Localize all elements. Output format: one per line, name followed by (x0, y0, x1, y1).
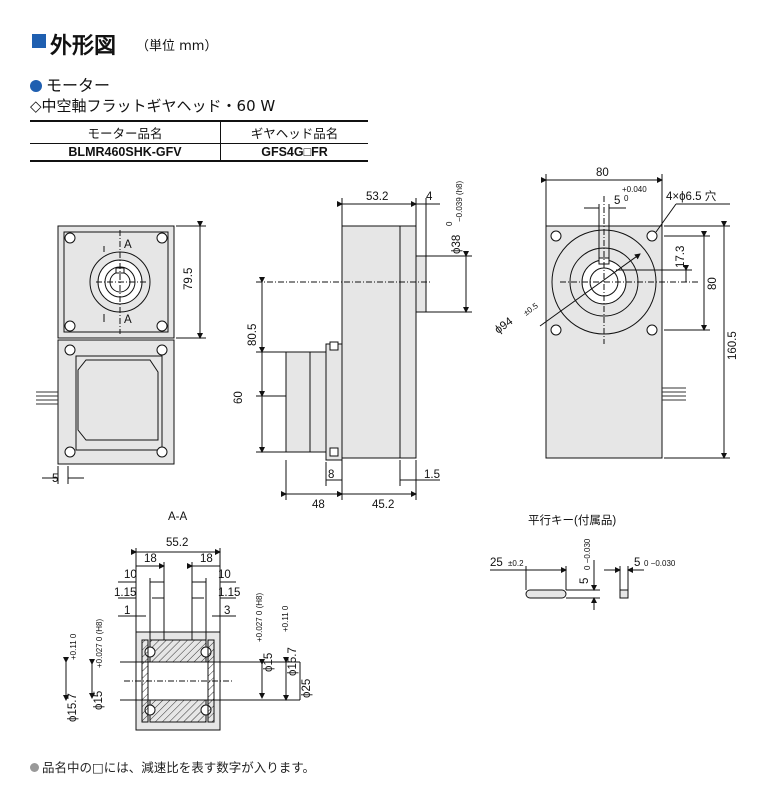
section-heading: モーター (30, 72, 110, 96)
front-view (36, 221, 206, 484)
key-label: 平行キー(付属品) (528, 514, 616, 527)
dim-79-5: 79.5 (183, 268, 195, 290)
dim-18-left: 18 (144, 553, 157, 565)
dim-phi15-7-right: ϕ15.7 (287, 647, 299, 676)
mount-holes-note: 4×ϕ6.5 穴 (666, 189, 717, 203)
dim-phi15-left-tol: +0.027 0 (H8) (95, 619, 104, 668)
key-dim-5-width: 5 (634, 557, 640, 569)
mount-hole (550, 324, 562, 336)
unit-note: （単位 mm） (136, 39, 218, 54)
page-title: 外形図 (50, 34, 117, 59)
mount-hole (64, 320, 76, 332)
bullet-icon (30, 80, 42, 92)
dim-5: 5 (52, 473, 58, 485)
mount-hole (64, 232, 76, 244)
dim-18-right: 18 (200, 553, 213, 565)
section-mark-a: A (124, 239, 132, 251)
rear-view (539, 174, 730, 459)
dim-phi15-right: ϕ15 (263, 653, 275, 672)
dim-5-keyway-tol-lower: 0 (624, 194, 629, 203)
col-gearhead: ギヤヘッド品名 (220, 120, 368, 144)
mount-hole (156, 320, 168, 332)
dim-1: 1 (124, 605, 130, 617)
dim-phi15-7-left: ϕ15.7 (67, 693, 79, 722)
gearhead-side (341, 225, 417, 459)
dim-48: 48 (312, 499, 325, 511)
parallel-key (490, 560, 644, 610)
dim-80-top: 80 (596, 167, 609, 179)
key-dim-25-tol: ±0.2 (508, 559, 524, 568)
section-a-a (63, 548, 301, 731)
dim-80-5: 80.5 (247, 324, 259, 346)
col-motor: モーター品名 (30, 120, 222, 144)
dim-10-left: 10 (124, 569, 137, 581)
dim-5-keyway: 5 (614, 195, 620, 207)
dim-phi25: ϕ25 (301, 679, 313, 698)
dim-5-keyway-tol-upper: +0.040 (622, 185, 647, 194)
dim-phi94-tol: ±0.5 (522, 301, 540, 318)
model-table: モーター品名 ギヤヘッド品名 BLMR460SHK-GFV GFS4G□FR (30, 120, 368, 162)
dim-80-right: 80 (707, 277, 719, 290)
footnote: 品名中の□には、減速比を表す数字が入ります。 (30, 757, 315, 776)
dim-phi38-tol-upper: 0 (445, 221, 454, 226)
dim-8: 8 (328, 469, 334, 481)
dim-53-2: 53.2 (366, 191, 388, 203)
dim-phi15-left: ϕ15 (93, 691, 105, 710)
dim-phi38-tol-lower: −0.039 (h8) (455, 181, 464, 222)
dim-55-2: 55.2 (166, 537, 188, 549)
mount-hole (646, 230, 658, 242)
dim-1-15-left: 1.15 (114, 587, 136, 599)
dim-phi15-right-tol: +0.027 0 (H8) (255, 593, 264, 642)
mount-hole (646, 324, 658, 336)
gearhead-model: GFS4G□FR (220, 143, 368, 162)
mount-hole (550, 230, 562, 242)
dim-17-3: 17.3 (675, 246, 687, 268)
dim-1-5: 1.5 (424, 469, 440, 481)
dim-60: 60 (233, 391, 245, 404)
section-label: A-A (168, 511, 188, 523)
dim-45-2: 45.2 (372, 499, 394, 511)
section-mark-a: A (124, 314, 132, 326)
key-dim-25: 25 (490, 557, 503, 569)
key-dim-5-height-tol: 0 −0.030 (583, 538, 592, 570)
dim-phi38: ϕ38 (451, 235, 463, 254)
dim-1-15-right: 1.15 (218, 587, 240, 599)
subsection-heading: ◇中空軸フラットギヤヘッド・60 W (30, 97, 276, 115)
side-view (256, 198, 472, 500)
dim-160-5: 160.5 (727, 331, 739, 360)
title-marker (32, 34, 46, 48)
dim-10-right: 10 (218, 569, 231, 581)
dim-3: 3 (224, 605, 230, 617)
dim-phi15-7-left-tol: +0.11 0 (69, 633, 78, 660)
dim-phi94: ϕ94 (493, 315, 516, 336)
dim-phi15-7-right-tol: +0.11 0 (281, 605, 290, 632)
mount-hole (156, 232, 168, 244)
key-dim-5-height: 5 (579, 578, 591, 584)
bullet-icon (30, 763, 39, 772)
dim-4: 4 (426, 191, 433, 203)
key-dim-5-width-tol: 0 −0.030 (644, 559, 676, 568)
motor-model: BLMR460SHK-GFV (30, 143, 222, 162)
